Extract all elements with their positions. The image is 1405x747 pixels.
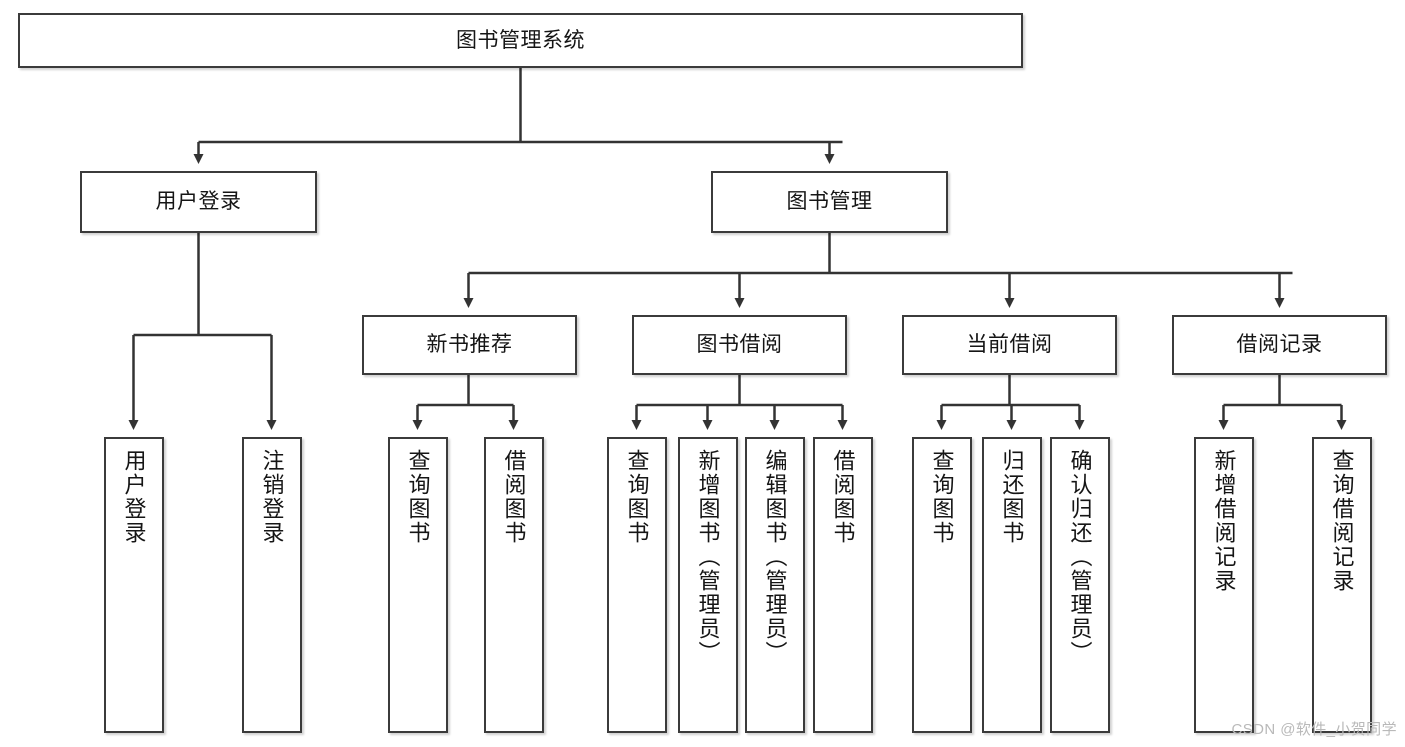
node-level3-new-book-recommend[interactable]: 新书推荐 bbox=[362, 315, 577, 375]
node-label: 借阅记录 bbox=[1236, 333, 1323, 357]
node-label: 新书推荐 bbox=[426, 333, 513, 357]
node-label: 图书借阅 bbox=[696, 333, 783, 357]
node-leaf-query-book-current[interactable]: 查询图书 bbox=[912, 437, 972, 733]
node-label: 新增图书（管理员） bbox=[695, 449, 721, 665]
node-root[interactable]: 图书管理系统 bbox=[18, 13, 1023, 68]
node-label: 确认归还（管理员） bbox=[1067, 449, 1093, 665]
node-leaf-logout[interactable]: 注销登录 bbox=[242, 437, 302, 733]
node-leaf-return-book[interactable]: 归还图书 bbox=[982, 437, 1042, 733]
node-level3-book-borrow[interactable]: 图书借阅 bbox=[632, 315, 847, 375]
node-leaf-confirm-return-admin[interactable]: 确认归还（管理员） bbox=[1050, 437, 1110, 733]
node-label: 用户登录 bbox=[121, 449, 147, 545]
node-label: 查询借阅记录 bbox=[1329, 449, 1355, 593]
node-level3-current-borrow[interactable]: 当前借阅 bbox=[902, 315, 1117, 375]
node-level2-book-management[interactable]: 图书管理 bbox=[711, 171, 948, 233]
watermark: CSDN @软件_小贺同学 bbox=[1231, 721, 1397, 738]
node-leaf-add-borrow-record[interactable]: 新增借阅记录 bbox=[1194, 437, 1254, 733]
node-label: 借阅图书 bbox=[501, 449, 527, 545]
node-level3-borrow-record[interactable]: 借阅记录 bbox=[1172, 315, 1387, 375]
node-leaf-query-book-newbook[interactable]: 查询图书 bbox=[388, 437, 448, 733]
node-level2-user-login[interactable]: 用户登录 bbox=[80, 171, 317, 233]
node-label: 借阅图书 bbox=[830, 449, 856, 545]
node-leaf-user-login[interactable]: 用户登录 bbox=[104, 437, 164, 733]
node-leaf-borrow-book[interactable]: 借阅图书 bbox=[813, 437, 873, 733]
node-label: 查询图书 bbox=[929, 449, 955, 545]
node-label: 图书管理 bbox=[786, 190, 873, 214]
node-label: 用户登录 bbox=[155, 190, 242, 214]
node-label: 编辑图书（管理员） bbox=[762, 449, 788, 665]
node-label: 图书管理系统 bbox=[456, 28, 585, 52]
node-label: 注销登录 bbox=[259, 449, 285, 545]
node-leaf-borrow-book-newbook[interactable]: 借阅图书 bbox=[484, 437, 544, 733]
node-label: 新增借阅记录 bbox=[1211, 449, 1237, 593]
node-label: 查询图书 bbox=[624, 449, 650, 545]
node-leaf-edit-book-admin[interactable]: 编辑图书（管理员） bbox=[745, 437, 805, 733]
node-leaf-query-borrow-record[interactable]: 查询借阅记录 bbox=[1312, 437, 1372, 733]
node-label: 当前借阅 bbox=[966, 333, 1053, 357]
node-label: 查询图书 bbox=[405, 449, 431, 545]
node-leaf-add-book-admin[interactable]: 新增图书（管理员） bbox=[678, 437, 738, 733]
node-label: 归还图书 bbox=[999, 449, 1025, 545]
node-leaf-query-book-borrow[interactable]: 查询图书 bbox=[607, 437, 667, 733]
